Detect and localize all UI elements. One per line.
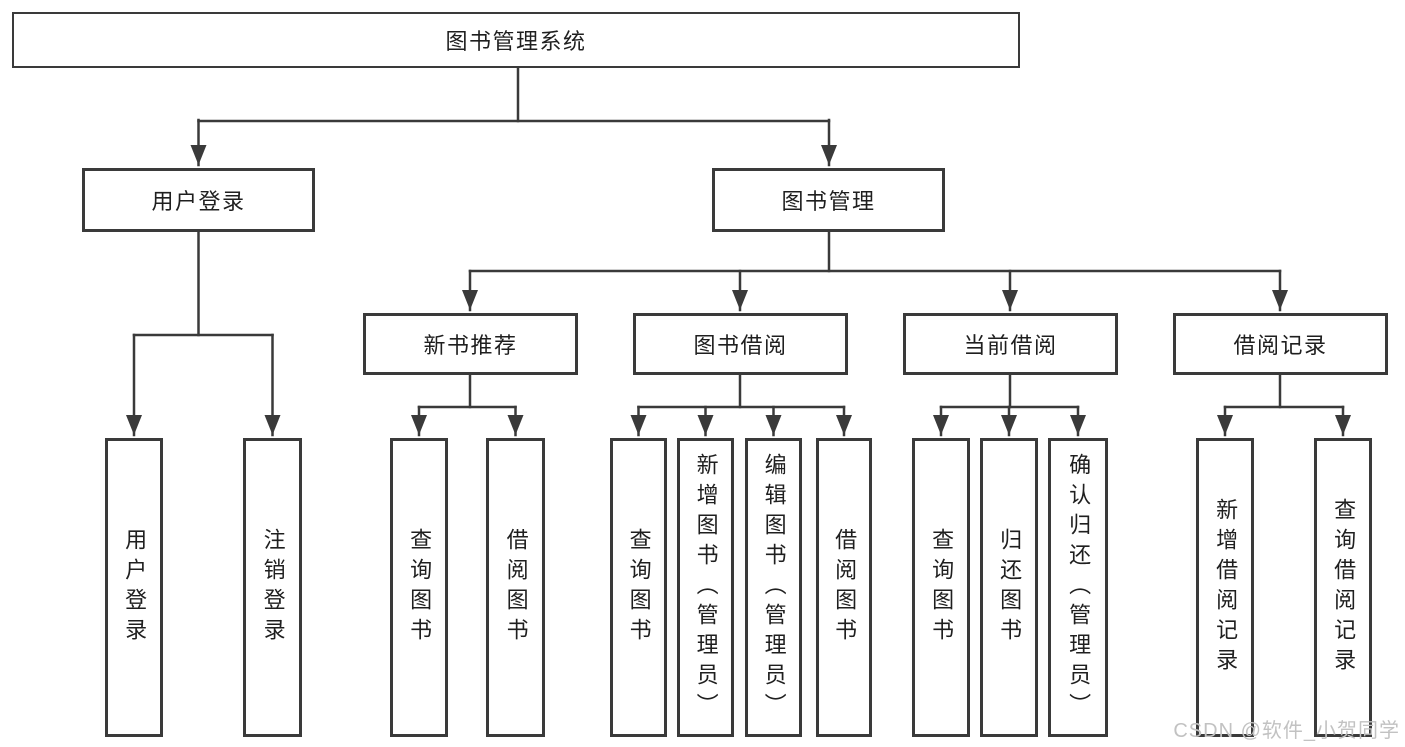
node-current-borrow-label: 当前借阅 [963,333,1058,358]
leaf-add-book-admin-label: 新增图书（管理员） [693,452,719,723]
leaf-borrow-books-recommend: 借阅图书 [486,438,545,737]
leaf-return-books-label: 归还图书 [997,527,1023,648]
leaf-query-books-recommend-label: 查询图书 [407,527,433,648]
leaf-edit-book-admin: 编辑图书（管理员） [745,438,802,737]
leaf-query-books-current-label: 查询图书 [929,527,955,648]
leaf-logout: 注销登录 [243,438,302,737]
node-borrow-records: 借阅记录 [1173,313,1388,375]
node-book-borrow-label: 图书借阅 [693,333,788,358]
leaf-return-books: 归还图书 [980,438,1038,737]
connector-borrow-records-group [1217,373,1351,437]
leaf-query-books-current: 查询图书 [912,438,970,737]
leaf-edit-book-admin-label: 编辑图书（管理员） [761,452,787,723]
leaf-confirm-return-admin: 确认归还（管理员） [1048,438,1108,737]
node-user-login-label: 用户登录 [151,189,246,214]
leaf-query-borrow-record-label: 查询借阅记录 [1331,497,1357,678]
watermark-text: CSDN @软件_小贺同学 [1173,720,1400,742]
leaf-add-borrow-record-label: 新增借阅记录 [1213,497,1239,678]
node-root-label: 图书管理系统 [445,29,587,54]
node-borrow-records-label: 借阅记录 [1233,333,1328,358]
connector-user-login-group [126,230,281,437]
leaf-confirm-return-admin-label: 确认归还（管理员） [1066,452,1092,723]
node-new-book-recommend-label: 新书推荐 [423,333,518,358]
leaf-query-borrow-record: 查询借阅记录 [1314,438,1372,737]
connector-book-mgmt-to-level3 [462,230,1288,312]
connector-current-borrow-group [933,373,1086,437]
leaf-query-books-recommend: 查询图书 [390,438,448,737]
leaf-add-borrow-record: 新增借阅记录 [1196,438,1254,737]
leaf-user-login-label: 用户登录 [122,527,148,648]
leaf-user-login: 用户登录 [105,438,163,737]
leaf-add-book-admin: 新增图书（管理员） [677,438,734,737]
leaf-borrow-books-borrow: 借阅图书 [816,438,872,737]
node-new-book-recommend: 新书推荐 [363,313,578,375]
connector-book-borrow-group [630,373,852,437]
leaf-logout-label: 注销登录 [260,527,286,648]
connector-root-to-level2 [190,66,837,167]
leaf-borrow-books-borrow-label: 借阅图书 [832,527,858,648]
leaf-query-books-borrow: 查询图书 [610,438,667,737]
node-root: 图书管理系统 [12,12,1020,68]
node-current-borrow: 当前借阅 [903,313,1118,375]
connector-new-book-recommend-group [411,373,524,437]
leaf-query-books-borrow-label: 查询图书 [626,527,652,648]
node-book-borrow: 图书借阅 [633,313,848,375]
node-book-management: 图书管理 [712,168,945,232]
leaf-borrow-books-recommend-label: 借阅图书 [503,527,529,648]
node-book-management-label: 图书管理 [781,189,876,214]
node-user-login: 用户登录 [82,168,315,232]
